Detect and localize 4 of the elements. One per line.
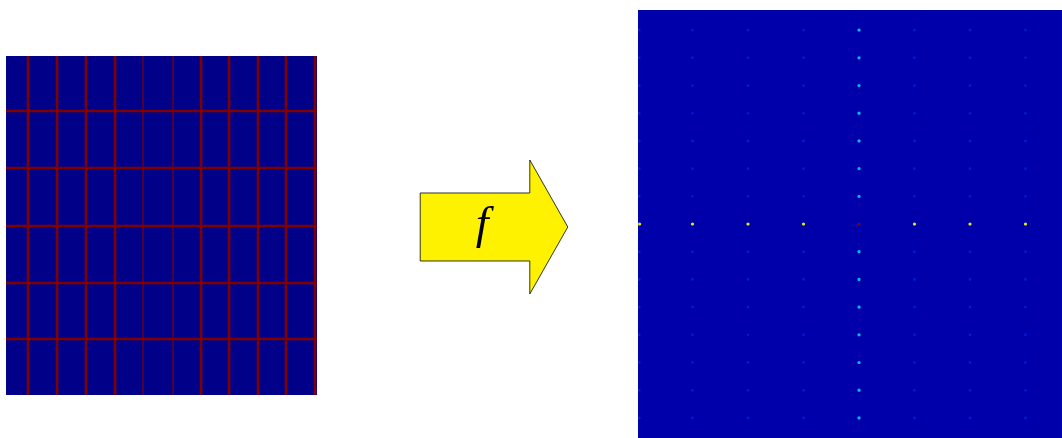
block-arrow [419,159,569,295]
grid-drawing [6,55,317,396]
edge-label: f [476,205,494,249]
spectrum-drawing [638,10,1062,438]
